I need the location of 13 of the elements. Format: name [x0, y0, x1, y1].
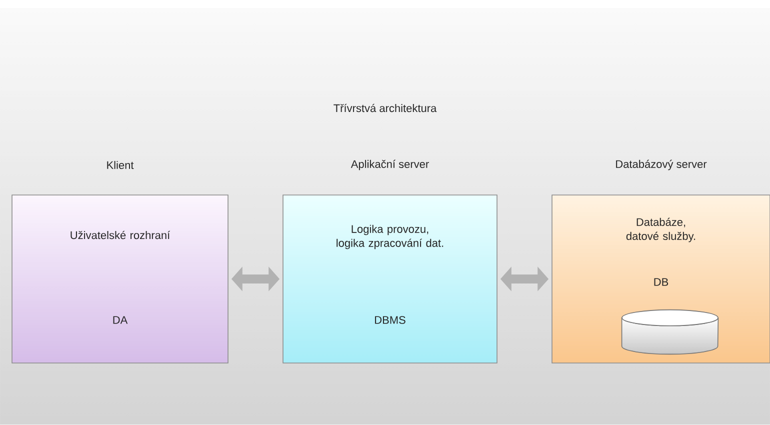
node-label: Uživatelské rozhraní [70, 230, 170, 240]
node-label: DB [654, 278, 668, 286]
tier-box: Logika provozu, logika zpracování dat. DBMS [282, 194, 498, 364]
database-cylinder [621, 309, 719, 355]
diagram-title: Třívrstvá architektura [334, 104, 437, 112]
tier-box: Uživatelské rozhraní DA [12, 194, 228, 364]
node-label: DA [113, 316, 128, 324]
column-heading: Aplikační server [350, 160, 429, 170]
node-label: DBMS [375, 316, 406, 324]
column-heading: Klient [107, 160, 134, 170]
node-label: Databáze, datové služby. [626, 218, 696, 242]
column-heading: Databázový server [616, 160, 707, 170]
node-label: Logika provozu, logika zpracování dat. [336, 224, 444, 250]
